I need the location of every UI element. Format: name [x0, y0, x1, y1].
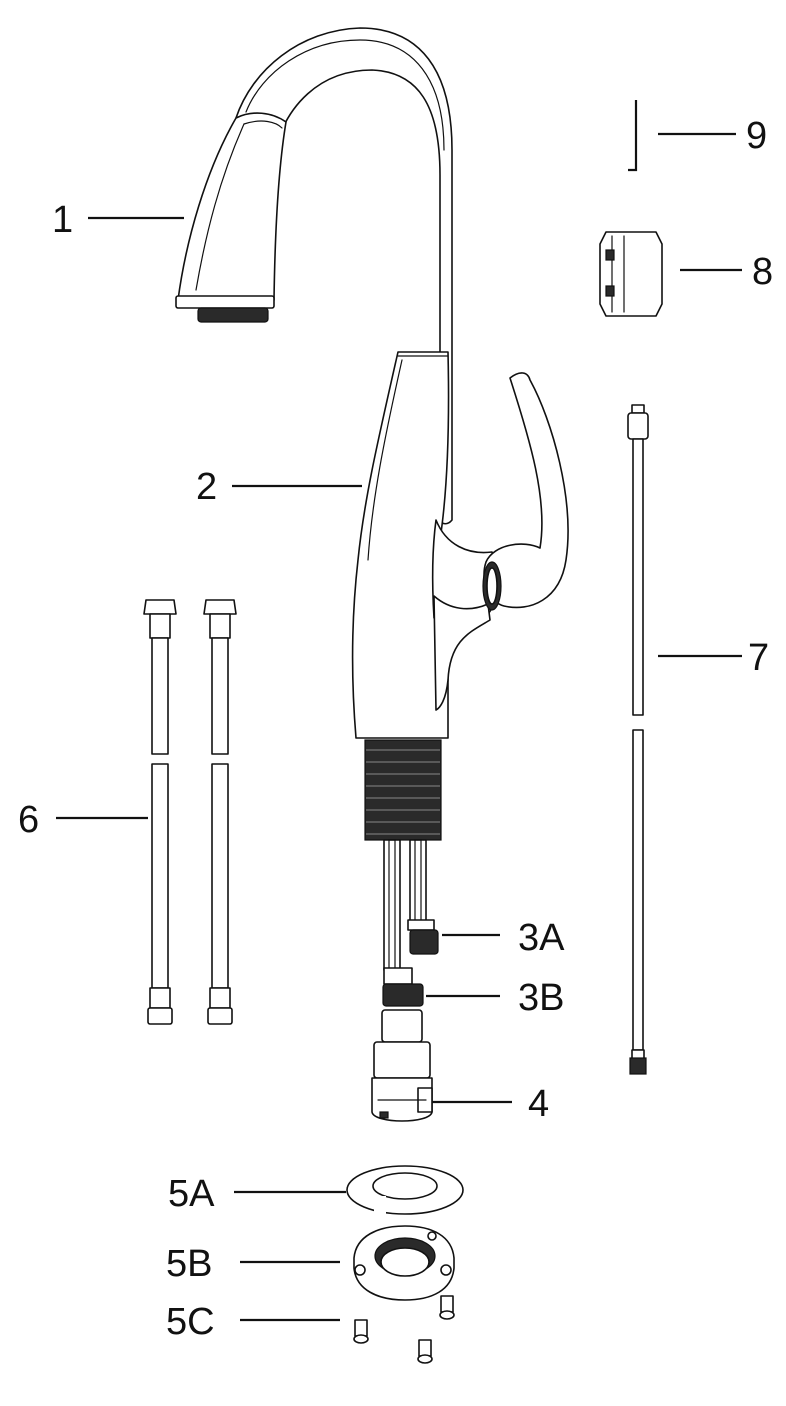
- part-9-hex-key: [628, 100, 638, 172]
- part-6-supply-hoses: [143, 599, 237, 1025]
- callout-6: 6: [18, 799, 39, 841]
- part-3a-nut: [407, 919, 439, 955]
- part-5b-bracket: [353, 1225, 455, 1301]
- callout-8: 8: [752, 251, 773, 293]
- part-5a-washer: [346, 1165, 464, 1215]
- callout-9: 9: [746, 115, 767, 157]
- callout-labels: 1 2 3A 3B 4 5A 5B 5C 6 7 8 9: [18, 115, 773, 1343]
- callout-3a: 3A: [518, 917, 565, 959]
- callout-4: 4: [528, 1083, 549, 1125]
- part-5c-screws: [353, 1295, 455, 1364]
- part-7-pulldown-hose: [627, 404, 649, 1075]
- callout-2: 2: [196, 466, 217, 508]
- callout-7: 7: [748, 637, 769, 679]
- part-8-weight: [599, 231, 663, 317]
- part-1-spray-head: [175, 112, 287, 323]
- part-2-faucet-body: [235, 27, 569, 971]
- callout-5c: 5C: [166, 1301, 215, 1343]
- callout-1: 1: [52, 199, 73, 241]
- callout-5b: 5B: [166, 1243, 212, 1285]
- callout-3b: 3B: [518, 977, 564, 1019]
- callout-5a: 5A: [168, 1173, 215, 1215]
- part-4-quick-connect: [371, 1009, 433, 1122]
- part-3b-nut: [382, 967, 424, 1007]
- leader-lines: [56, 132, 742, 1322]
